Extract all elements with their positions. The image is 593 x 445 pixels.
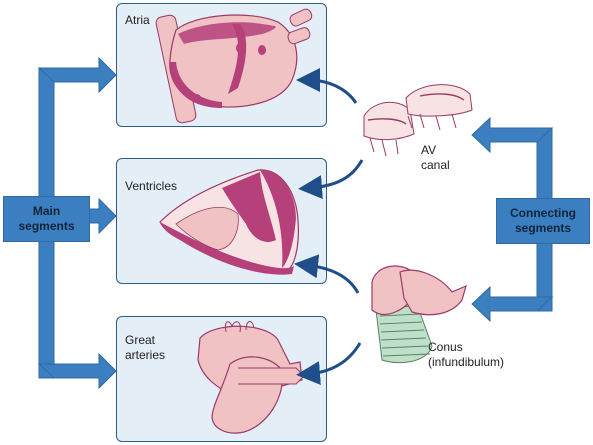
- arrow-conus-to-great-arteries: [296, 342, 362, 386]
- main-segments-box: Main segments: [3, 196, 90, 242]
- connector-arrows: [294, 68, 364, 386]
- ventricles-label: Ventricles: [125, 179, 178, 193]
- arrow-av-to-ventricles: [298, 159, 364, 200]
- great-arteries-label: Great arteries: [125, 333, 166, 362]
- ventricles-illustration: [159, 169, 299, 275]
- atria-illustration: [155, 8, 313, 124]
- connecting-segments-box: Connecting segments: [496, 198, 590, 244]
- atria-label: Atria: [125, 13, 150, 27]
- av-canal-label: AV canal: [421, 143, 450, 172]
- av-canal-illustration: [363, 84, 473, 157]
- arrow-conus-to-ventricles: [294, 254, 360, 294]
- conus-label: Conus (infundibulum): [428, 340, 505, 369]
- conus-illustration: [371, 265, 467, 364]
- great-arteries-illustration: [197, 321, 305, 434]
- arrow-av-to-atria: [296, 68, 358, 104]
